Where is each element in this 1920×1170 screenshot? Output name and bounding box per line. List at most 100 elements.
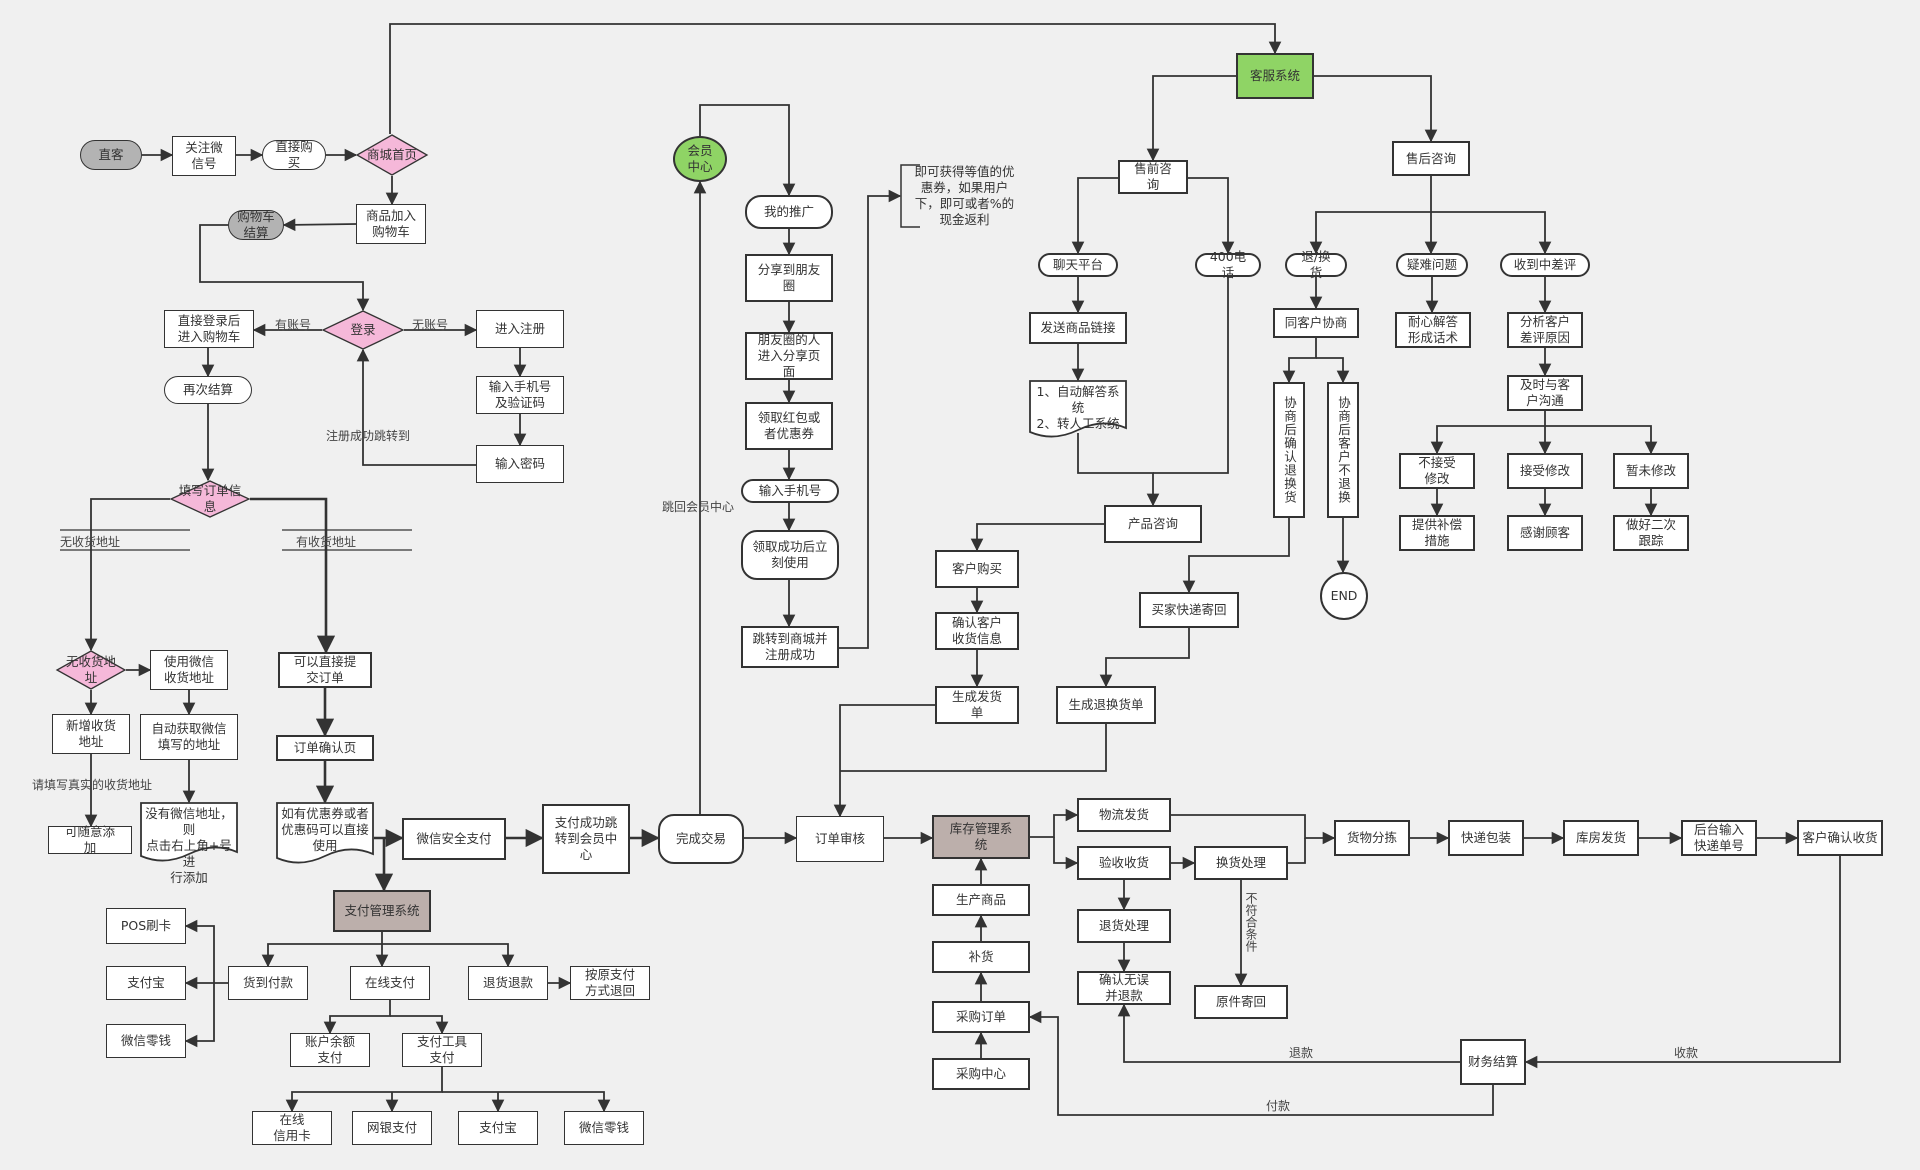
node-no-wechat-addr[interactable]: 没有微信地址，则 点击右上角+号进 行添加 bbox=[140, 802, 238, 885]
node-confirm-return[interactable]: 协商后确认退换货 bbox=[1273, 382, 1305, 518]
node-my-promo[interactable]: 我的推广 bbox=[745, 195, 833, 229]
node-refund-original[interactable]: 按原支付 方式退回 bbox=[570, 966, 650, 1000]
node-zhike[interactable]: 直客 bbox=[80, 140, 142, 170]
node-alipay2[interactable]: 支付宝 bbox=[458, 1111, 538, 1145]
node-pay-success[interactable]: 支付成功跳 转到会员中 心 bbox=[542, 804, 630, 874]
node-cart-checkout[interactable]: 购物车 结算 bbox=[228, 209, 284, 240]
node-not-accept[interactable]: 不接受 修改 bbox=[1399, 453, 1475, 489]
node-mall-home[interactable]: 商城首页 bbox=[355, 134, 429, 176]
node-label: 订单确认页 bbox=[293, 740, 357, 755]
node-packing[interactable]: 快递包装 bbox=[1448, 820, 1524, 856]
node-customer-buy[interactable]: 客户购买 bbox=[935, 550, 1019, 588]
node-not-yet[interactable]: 暂未修改 bbox=[1613, 453, 1689, 489]
node-return-exchange[interactable]: 退/换 货 bbox=[1285, 249, 1347, 280]
node-send-link[interactable]: 发送商品链接 bbox=[1029, 312, 1127, 344]
node-return-order[interactable]: 生成退换货单 bbox=[1056, 686, 1156, 724]
node-promo-note[interactable]: 即可获得等值的优 惠券，如果用户 下，即可或者%的 现金返利 bbox=[900, 164, 1018, 228]
node-password[interactable]: 输入密码 bbox=[476, 445, 564, 483]
node-login[interactable]: 登录 bbox=[321, 310, 405, 350]
node-auto-reply-doc[interactable]: 1、自动解答系 统 2、转人工系统 bbox=[1029, 380, 1127, 440]
node-jump-mall[interactable]: 跳转到商城并 注册成功 bbox=[741, 626, 839, 668]
node-logistics[interactable]: 物流发货 bbox=[1077, 798, 1171, 832]
node-done[interactable]: 完成交易 bbox=[658, 814, 744, 864]
node-produce[interactable]: 生产商品 bbox=[932, 884, 1030, 916]
node-finance[interactable]: 财务结算 bbox=[1460, 1039, 1526, 1085]
node-credit-card[interactable]: 在线 信用卡 bbox=[252, 1111, 332, 1145]
node-cs-system[interactable]: 客服系统 bbox=[1236, 53, 1314, 99]
node-new-address[interactable]: 新增收货 地址 bbox=[52, 714, 130, 754]
node-inspect[interactable]: 验收收货 bbox=[1077, 846, 1171, 880]
node-patient-answer[interactable]: 耐心解答 形成话术 bbox=[1395, 312, 1471, 348]
node-sorting[interactable]: 货物分拣 bbox=[1334, 820, 1410, 856]
node-no-address-dec[interactable]: 无收货地 址 bbox=[55, 650, 127, 690]
node-tool-pay[interactable]: 支付工具 支付 bbox=[402, 1033, 482, 1067]
node-pay-system[interactable]: 支付管理系统 bbox=[333, 890, 431, 932]
node-confirm-refund[interactable]: 确认无误 并退款 bbox=[1077, 971, 1171, 1005]
node-add-cart[interactable]: 商品加入 购物车 bbox=[356, 204, 426, 244]
node-customer-receive[interactable]: 客户确认收货 bbox=[1797, 820, 1883, 856]
node-pos[interactable]: POS刷卡 bbox=[106, 908, 186, 944]
node-input-phone[interactable]: 输入手机号 bbox=[741, 479, 839, 503]
node-phone400[interactable]: 400电 话 bbox=[1195, 249, 1261, 280]
node-input-tracking[interactable]: 后台输入 快递单号 bbox=[1681, 820, 1757, 856]
node-auto-wechat-addr[interactable]: 自动获取微信 填写的地址 bbox=[140, 714, 238, 760]
node-no-return[interactable]: 协商后客户不退换 bbox=[1327, 382, 1359, 518]
node-netbank[interactable]: 网银支付 bbox=[352, 1111, 432, 1145]
node-analyze[interactable]: 分析客户 差评原因 bbox=[1507, 312, 1583, 348]
node-bad-review[interactable]: 收到中差评 bbox=[1500, 253, 1590, 277]
node-restock[interactable]: 补货 bbox=[932, 941, 1030, 973]
node-purchase-center[interactable]: 采购中心 bbox=[932, 1058, 1030, 1090]
node-send-back[interactable]: 原件寄回 bbox=[1194, 985, 1288, 1019]
node-communicate[interactable]: 及时与客 户沟通 bbox=[1507, 375, 1583, 411]
node-exchange[interactable]: 换货处理 bbox=[1194, 846, 1288, 880]
node-fill-order[interactable]: 填写订单信 息 bbox=[169, 480, 251, 518]
node-cod[interactable]: 货到付款 bbox=[228, 966, 308, 1000]
node-accept[interactable]: 接受修改 bbox=[1507, 453, 1583, 489]
node-presale[interactable]: 售前咨 询 bbox=[1118, 160, 1188, 194]
node-follow-up[interactable]: 做好二次 跟踪 bbox=[1613, 515, 1689, 551]
node-wechat-change1[interactable]: 微信零钱 bbox=[106, 1024, 186, 1058]
node-order-review[interactable]: 订单审核 bbox=[796, 816, 884, 862]
node-difficult[interactable]: 疑难问题 bbox=[1396, 253, 1468, 277]
node-confirm-info[interactable]: 确认客户 收货信息 bbox=[935, 612, 1019, 650]
connector bbox=[356, 348, 476, 466]
node-refund[interactable]: 退货退款 bbox=[468, 966, 548, 1000]
node-ship-order[interactable]: 生成发货 单 bbox=[935, 686, 1019, 724]
node-alipay1[interactable]: 支付宝 bbox=[106, 966, 186, 1000]
node-inventory[interactable]: 库存管理系 统 bbox=[932, 815, 1030, 859]
node-thank[interactable]: 感谢顾客 bbox=[1507, 515, 1583, 551]
node-direct-buy[interactable]: 直接购 买 bbox=[262, 139, 326, 170]
node-register[interactable]: 进入注册 bbox=[476, 310, 564, 348]
node-label: 即可获得等值的优 惠券，如果用户 下，即可或者%的 现金返利 bbox=[914, 164, 1015, 227]
node-warehouse-ship[interactable]: 库房发货 bbox=[1563, 820, 1639, 856]
node-add-freely[interactable]: 可随意添 加 bbox=[48, 824, 132, 855]
node-negotiate[interactable]: 同客户协商 bbox=[1273, 308, 1359, 338]
node-login-to-cart[interactable]: 直接登录后 进入购物车 bbox=[164, 310, 254, 348]
node-checkout-again[interactable]: 再次结算 bbox=[164, 376, 252, 404]
node-follow-wechat[interactable]: 关注微 信号 bbox=[172, 136, 236, 176]
node-aftersale[interactable]: 售后咨询 bbox=[1392, 141, 1470, 176]
node-product-consult[interactable]: 产品咨询 bbox=[1104, 505, 1202, 543]
node-return-proc[interactable]: 退货处理 bbox=[1077, 909, 1171, 943]
node-wechat-pay[interactable]: 微信安全支付 bbox=[402, 818, 506, 860]
node-label: 朋友圈的人 进入分享页 面 bbox=[757, 332, 821, 379]
node-buyer-return[interactable]: 买家快递寄回 bbox=[1139, 592, 1239, 628]
node-online-pay[interactable]: 在线支付 bbox=[350, 966, 430, 1000]
node-purchase-order[interactable]: 采购订单 bbox=[932, 1001, 1030, 1033]
node-member-center[interactable]: 会员 中心 bbox=[673, 136, 727, 182]
node-use-now[interactable]: 领取成功后立 刻使用 bbox=[741, 530, 839, 580]
node-get-coupon[interactable]: 领取红包或 者优惠券 bbox=[745, 402, 833, 450]
node-phone-code[interactable]: 输入手机号 及验证码 bbox=[476, 376, 564, 414]
node-use-wechat-addr[interactable]: 使用微信 收货地址 bbox=[150, 650, 228, 690]
node-compensate[interactable]: 提供补偿 措施 bbox=[1399, 515, 1475, 551]
node-submit-order[interactable]: 可以直接提 交订单 bbox=[278, 652, 372, 688]
node-chat[interactable]: 聊天平台 bbox=[1038, 253, 1118, 277]
node-coupon-doc[interactable]: 如有优惠券或者 优惠码可以直接 使用 bbox=[276, 802, 374, 866]
node-wechat-change2[interactable]: 微信零钱 bbox=[564, 1111, 644, 1145]
node-balance-pay[interactable]: 账户余额 支付 bbox=[290, 1033, 370, 1067]
node-order-confirm[interactable]: 订单确认页 bbox=[276, 735, 374, 761]
node-end[interactable]: END bbox=[1320, 572, 1368, 620]
node-share-moments[interactable]: 分享到朋友 圈 bbox=[745, 254, 833, 302]
node-friends-enter[interactable]: 朋友圈的人 进入分享页 面 bbox=[745, 332, 833, 380]
